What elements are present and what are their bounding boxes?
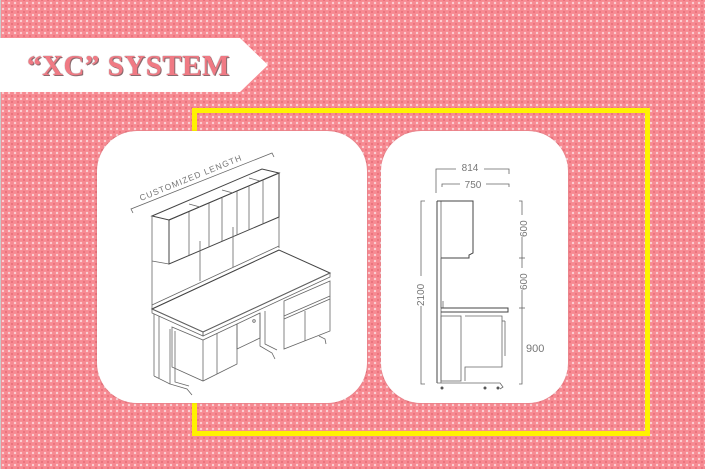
dim-2100: 2100 xyxy=(416,283,427,306)
isometric-drawing-card: CUSTOMIZED LENGTH xyxy=(97,131,367,403)
isometric-cabinet-drawing: CUSTOMIZED LENGTH xyxy=(130,152,332,396)
side-elevation-drawing: 814 750 2100 600 600 900 xyxy=(413,161,544,390)
dim-814: 814 xyxy=(462,163,479,174)
dim-600-upper: 600 xyxy=(519,220,530,237)
left-edge-border xyxy=(0,0,1,469)
title-banner xyxy=(0,38,268,92)
side-elevation-card: 814 750 2100 600 600 900 xyxy=(381,131,568,403)
page-title: “XC” SYSTEM xyxy=(27,50,230,82)
dim-900: 900 xyxy=(526,343,544,355)
dim-750: 750 xyxy=(465,180,482,191)
dim-600-middle: 600 xyxy=(519,273,530,290)
